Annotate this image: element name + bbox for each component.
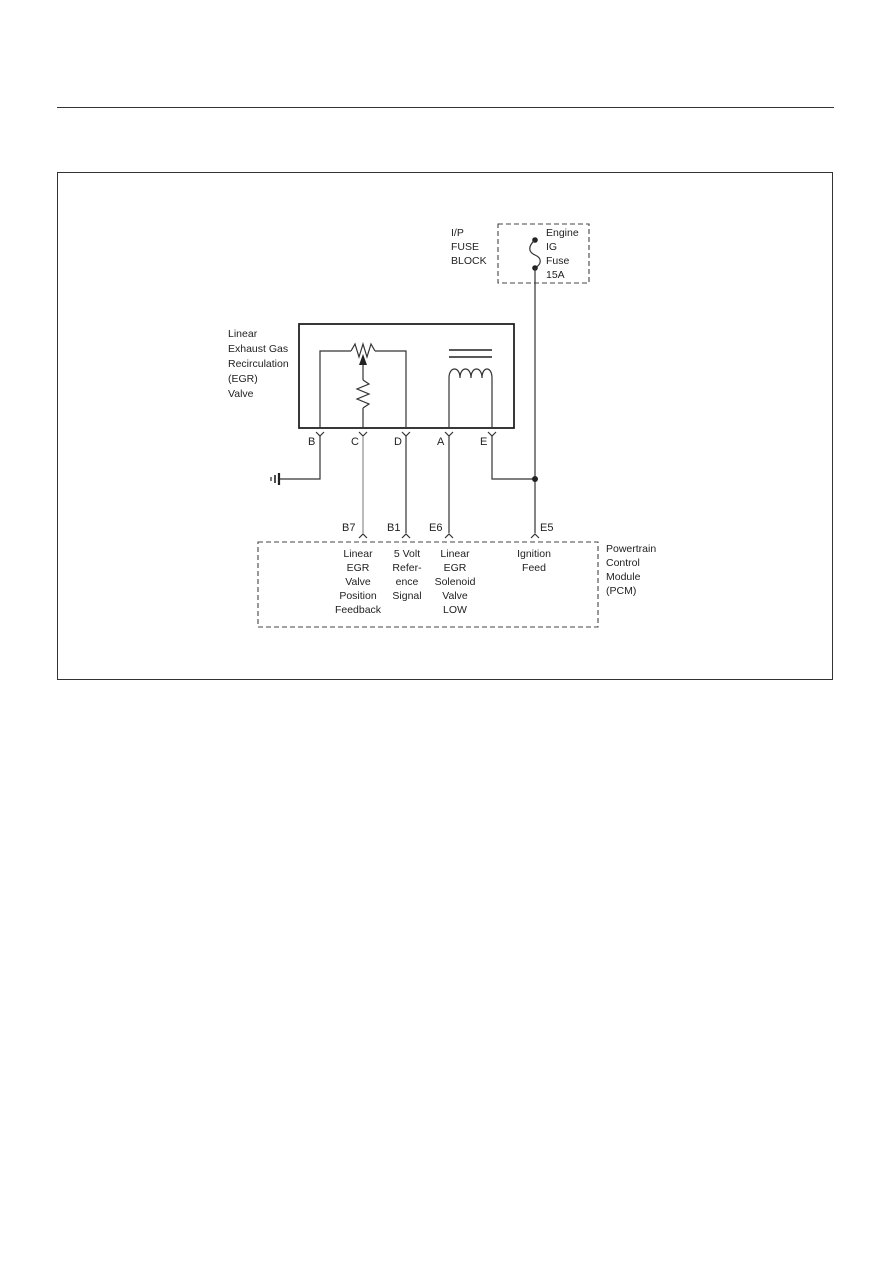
circuit-4-line-2: Feed [522, 562, 546, 574]
wire-e-splice [491, 436, 535, 480]
pcm-pin-b7: B7 [342, 522, 355, 534]
potentiometer-wiper-arrow-icon [359, 354, 367, 365]
egr-pin-d: D [394, 436, 402, 448]
pcm-label-line-2: Control [606, 557, 640, 569]
circuit-egr-solenoid-low: Linear EGR Solenoid Valve LOW [435, 548, 476, 616]
pcm: B7 B1 E6 E5 Linear EGR Valve Position Fe… [257, 522, 656, 628]
fuse-block-label-line-3: BLOCK [451, 255, 487, 267]
wiper-resistor-icon [355, 379, 371, 409]
solenoid-coil-icon [448, 368, 493, 428]
connector-e6-icon [444, 533, 454, 539]
circuit-1-line-5: Feedback [335, 604, 382, 616]
pcm-label-line-1: Powertrain [606, 543, 656, 555]
circuit-3-line-4: Valve [442, 590, 468, 602]
figure-frame [57, 172, 833, 680]
pot-wire-right [375, 350, 407, 428]
pcm-outline [257, 541, 599, 628]
connector-b1-icon [401, 533, 411, 539]
header-rule [57, 107, 834, 108]
pcm-pin-e6: E6 [429, 522, 442, 534]
pot-wire-left [319, 350, 351, 428]
circuit-3-line-1: Linear [440, 548, 470, 560]
pcm-pin-b1: B1 [387, 522, 400, 534]
fuse-block-outline [497, 223, 590, 284]
egr-pin-c: C [351, 436, 359, 448]
circuit-2-line-4: Signal [392, 590, 421, 602]
connector-b7-icon [358, 533, 368, 539]
fuse-block: I/P FUSE BLOCK Engine IG Fuse 15A [451, 223, 590, 284]
circuit-2-line-3: ence [396, 576, 419, 588]
fuse-block-label-line-1: I/P [451, 227, 464, 239]
egr-label-line-4: (EGR) [228, 373, 258, 385]
egr-pin-b: B [308, 436, 315, 448]
connector-a-icon [444, 431, 454, 437]
connector-b-icon [315, 431, 325, 437]
egr-pin-a: A [437, 436, 445, 448]
splice-dot [532, 476, 538, 482]
egr-label-line-1: Linear [228, 328, 258, 340]
connector-e-icon [487, 431, 497, 437]
connector-c-icon [358, 431, 368, 437]
egr-label-line-5: Valve [228, 388, 254, 400]
circuit-3-line-3: Solenoid [435, 576, 476, 588]
wire-ground-b [280, 436, 321, 480]
circuit-3-line-5: LOW [443, 604, 467, 616]
wiring [270, 268, 538, 533]
circuit-2-line-2: Refer- [392, 562, 422, 574]
ground-icon [270, 473, 281, 485]
pcm-label-line-4: (PCM) [606, 585, 636, 597]
circuit-3-line-2: EGR [444, 562, 467, 574]
circuit-2-line-1: 5 Volt [394, 548, 420, 560]
egr-label-line-3: Recirculation [228, 358, 289, 370]
circuit-5v-reference: 5 Volt Refer- ence Signal [392, 548, 422, 602]
egr-label-line-2: Exhaust Gas [228, 343, 288, 355]
potentiometer-resistor-icon [350, 341, 376, 360]
fuse-label-line-3: Fuse [546, 255, 570, 267]
fuse-label-line-2: IG [546, 241, 557, 253]
fuse-label-line-1: Engine [546, 227, 579, 239]
connector-d-icon [401, 431, 411, 437]
egr-pin-e: E [480, 436, 487, 448]
circuit-1-line-1: Linear [343, 548, 373, 560]
circuit-4-line-1: Ignition [517, 548, 551, 560]
circuit-1-line-4: Position [339, 590, 377, 602]
fuse-icon [529, 239, 541, 269]
circuit-ignition-feed: Ignition Feed [517, 548, 551, 574]
connector-e5-icon [530, 533, 540, 539]
fuse-block-label-line-2: FUSE [451, 241, 479, 253]
fuse-label-line-4: 15A [546, 269, 565, 281]
circuit-1-line-3: Valve [345, 576, 371, 588]
egr-valve: Linear Exhaust Gas Recirculation (EGR) V… [228, 323, 515, 448]
circuit-egr-position-feedback: Linear EGR Valve Position Feedback [335, 548, 382, 616]
circuit-1-line-2: EGR [347, 562, 370, 574]
pcm-pin-e5: E5 [540, 522, 553, 534]
pcm-label-line-3: Module [606, 571, 641, 583]
